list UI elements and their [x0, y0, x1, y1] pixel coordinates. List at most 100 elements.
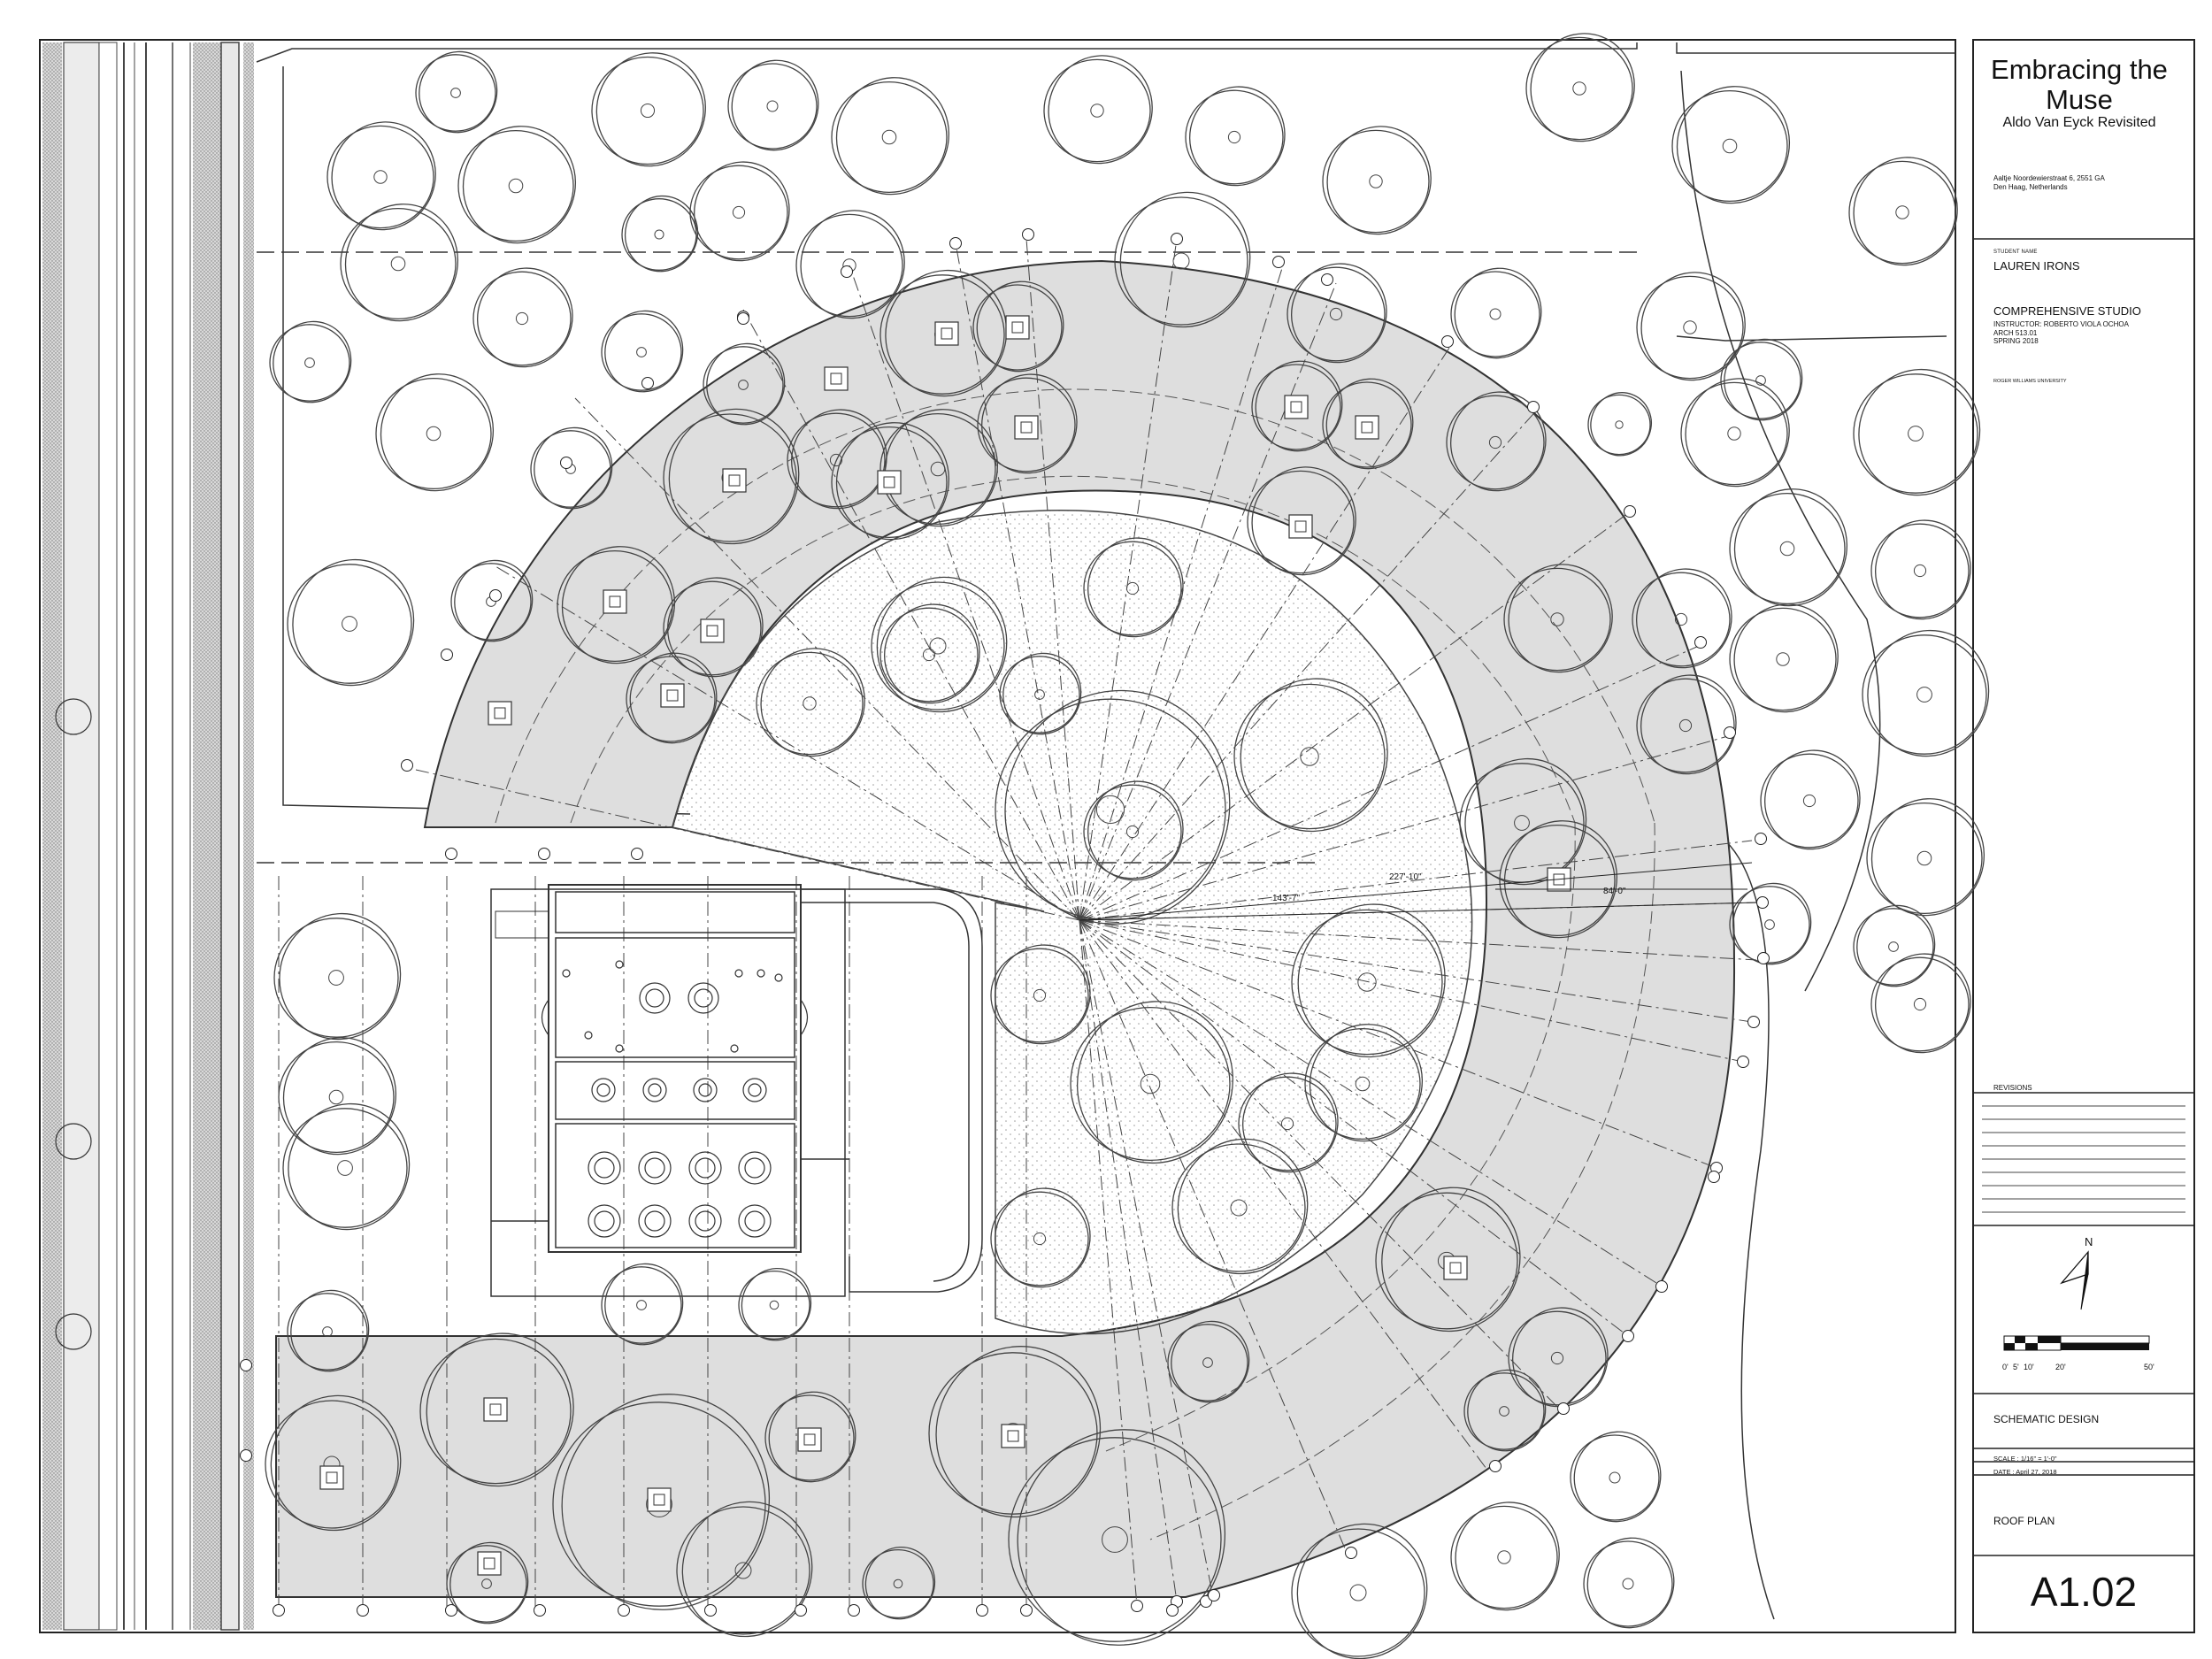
- grid-bubble-32: [445, 848, 457, 860]
- grid-bubble-42: [704, 1604, 717, 1617]
- tree-74: [1304, 1024, 1424, 1142]
- tree-70: [282, 1102, 411, 1231]
- title-block-border: [1972, 39, 2195, 1633]
- grid-bubble-48: [1131, 1600, 1143, 1612]
- tree-88: [1167, 1320, 1250, 1403]
- tree-96: [1450, 1502, 1560, 1611]
- grid-bubble-18: [1756, 896, 1769, 909]
- tree-10: [1671, 86, 1791, 204]
- tree-20: [1286, 263, 1387, 364]
- tree-4: [727, 59, 819, 151]
- planter-14: [1443, 1256, 1468, 1280]
- tree-24: [269, 320, 352, 403]
- sheet-border: [39, 39, 1956, 1633]
- sheet-number: A1.02: [2030, 1569, 2138, 1615]
- grid-bubble-31: [1208, 1589, 1220, 1601]
- address-line-1: Aaltje Noordewierstraat 6, 2551 GA: [1993, 174, 2105, 182]
- tree-26: [601, 310, 684, 393]
- grid-bubble-21: [1737, 1056, 1749, 1068]
- planter-0: [934, 321, 959, 346]
- grid-bubble-14: [1624, 505, 1636, 518]
- tree-75: [1870, 953, 1971, 1054]
- grid-bubble-2: [489, 589, 502, 602]
- tree-13: [472, 267, 573, 368]
- tree-7: [1185, 86, 1286, 187]
- tree-14: [621, 195, 699, 273]
- tree-51: [1729, 603, 1839, 713]
- tree-69: [278, 1037, 397, 1156]
- grid-bubble-7: [949, 237, 962, 250]
- tree-25: [375, 373, 495, 492]
- grid-bubble-23: [1708, 1171, 1720, 1183]
- tree-39: [663, 408, 800, 545]
- tree-61: [273, 912, 402, 1041]
- tree-19: [1114, 191, 1251, 328]
- scale-tick-20: 20': [2055, 1363, 2066, 1371]
- grid-bubble-38: [357, 1604, 369, 1617]
- grid-bubble-39: [445, 1604, 457, 1617]
- project-address: Aaltje Noordewierstraat 6, 2551 GA Den H…: [1993, 174, 2170, 192]
- tree-67: [1729, 882, 1812, 965]
- course-info: INSTRUCTOR: ROBERTO VIOLA OCHOA ARCH 513…: [1993, 320, 2129, 346]
- tree-37: [287, 558, 415, 687]
- tree-58: [1636, 674, 1737, 775]
- tree-36: [1853, 368, 1981, 496]
- grid-bubble-4: [641, 377, 654, 389]
- tree-43: [1729, 488, 1848, 607]
- tree-90: [1570, 1431, 1662, 1523]
- grid-bubble-46: [1020, 1604, 1033, 1617]
- tree-49: [1083, 537, 1184, 638]
- tree-21: [1450, 267, 1542, 359]
- building: [490, 884, 983, 1297]
- instructor: INSTRUCTOR: ROBERTO VIOLA OCHOA: [1993, 320, 2129, 328]
- tree-80: [1171, 1138, 1309, 1275]
- project-title: Embracing the Muse: [1991, 54, 2168, 115]
- planters: [319, 315, 1571, 1576]
- scale-tick-5: 5': [2013, 1363, 2019, 1371]
- grid-bubble-6: [841, 265, 853, 278]
- tree-97: [1583, 1537, 1675, 1629]
- grid-bubble-13: [1527, 401, 1540, 413]
- tree-22: [1636, 272, 1746, 381]
- grid-bubble-35: [240, 1359, 252, 1371]
- grid-bubble-12: [1441, 335, 1454, 348]
- tree-63: [879, 603, 980, 704]
- planter-9: [603, 589, 627, 614]
- tree-62: [756, 648, 865, 757]
- tree-65: [1291, 903, 1446, 1058]
- grid-bubble-8: [1022, 228, 1034, 241]
- tree-2: [457, 126, 577, 244]
- tree-5: [831, 77, 950, 196]
- north-label: N: [2085, 1235, 2093, 1248]
- drawing-scale: SCALE : 1/16" = 1'-0": [1993, 1455, 2057, 1463]
- planter-19: [647, 1487, 672, 1512]
- grid-bubble-24: [1655, 1280, 1668, 1293]
- course-name: COMPREHENSIVE STUDIO: [1993, 304, 2141, 318]
- tree-83: [265, 1394, 402, 1532]
- grid-bubbles: [240, 228, 1770, 1617]
- tree-29: [879, 409, 999, 527]
- tree-92: [676, 1501, 813, 1638]
- planter-18: [319, 1465, 344, 1490]
- tree-93: [862, 1546, 936, 1620]
- scale-tick-50: 50': [2144, 1363, 2154, 1371]
- tree-42: [1503, 564, 1613, 673]
- tree-72: [1070, 1001, 1233, 1164]
- tree-52: [1862, 629, 1990, 757]
- tree-33: [1446, 391, 1547, 492]
- grid-bubble-20: [1747, 1016, 1760, 1028]
- tree-60: [1866, 798, 1985, 917]
- planter-8: [877, 470, 902, 495]
- tree-91: [446, 1541, 529, 1624]
- tree-11: [1848, 157, 1958, 266]
- grid-bubble-28: [1345, 1547, 1357, 1559]
- planter-6: [1288, 514, 1313, 539]
- inner-court: [672, 510, 1473, 1335]
- tree-6: [1043, 55, 1153, 165]
- grid-bubble-17: [1755, 833, 1767, 845]
- grid-bubble-47: [737, 312, 749, 325]
- planter-1: [1005, 315, 1030, 340]
- tree-77: [601, 1263, 684, 1346]
- radial-grid: [415, 238, 1762, 1607]
